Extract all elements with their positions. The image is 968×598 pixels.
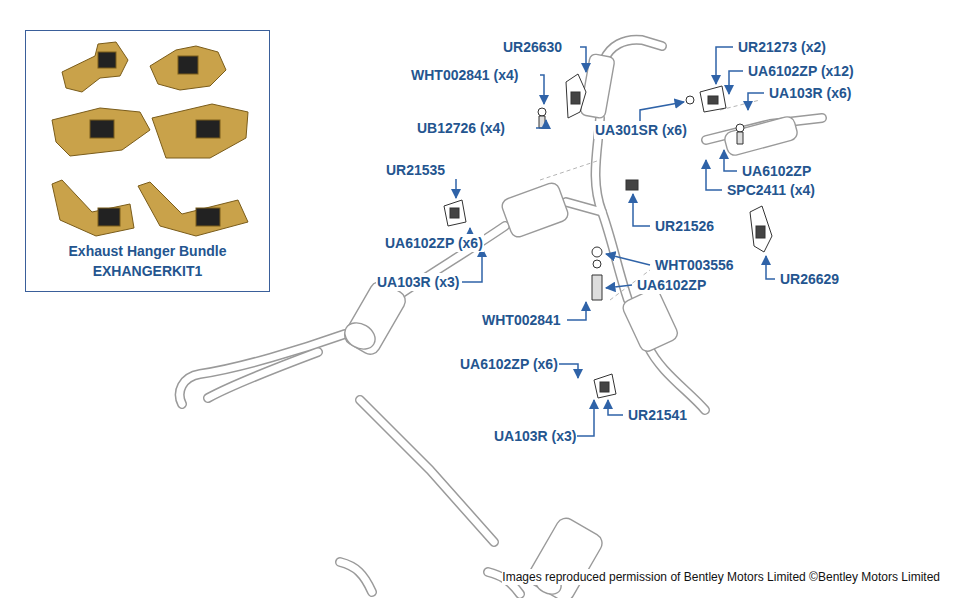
part-callout: UB12726 (x4) bbox=[416, 119, 506, 137]
kit-title: Exhaust Hanger Bundle bbox=[66, 241, 230, 261]
exhaust-pipes bbox=[180, 40, 822, 594]
part-callout: WHT002841 bbox=[481, 311, 562, 329]
part-callout: UA6102ZP bbox=[636, 276, 707, 294]
part-callout: UR21541 bbox=[627, 406, 688, 424]
hanger-bundle-photos bbox=[52, 42, 248, 236]
part-callout: UR26629 bbox=[779, 270, 840, 288]
kit-box: Exhaust Hanger BundleEXHANGERKIT1 bbox=[25, 30, 270, 292]
part-callout: SPC2411 (x4) bbox=[726, 181, 816, 199]
part-callout: UA103R (x3) bbox=[376, 273, 460, 291]
dashed-guides bbox=[540, 100, 760, 300]
kit-part-number: EXHANGERKIT1 bbox=[90, 261, 206, 281]
part-callout: UA6102ZP (x6) bbox=[384, 234, 484, 252]
part-callout: WHT002841 (x4) bbox=[410, 66, 519, 84]
mufflers bbox=[340, 53, 799, 598]
part-callout: UA301SR (x6) bbox=[594, 121, 688, 139]
part-callout: UA6102ZP bbox=[741, 162, 812, 180]
copyright-caption: Images reproduced permission of Bentley … bbox=[502, 569, 940, 585]
part-callout: UR21526 bbox=[654, 217, 715, 235]
leader-lines bbox=[456, 47, 775, 436]
part-callout: UA6102ZP (x12) bbox=[747, 62, 855, 80]
part-callout: UA103R (x3) bbox=[493, 427, 577, 445]
part-callout: WHT003556 bbox=[654, 256, 735, 274]
part-callout: UR26630 bbox=[502, 38, 563, 56]
part-callout: UR21535 bbox=[385, 161, 446, 179]
part-callout: UR21273 (x2) bbox=[737, 38, 827, 56]
part-callout: UA6102ZP (x6) bbox=[459, 355, 559, 373]
part-callout: UA103R (x6) bbox=[768, 84, 852, 102]
